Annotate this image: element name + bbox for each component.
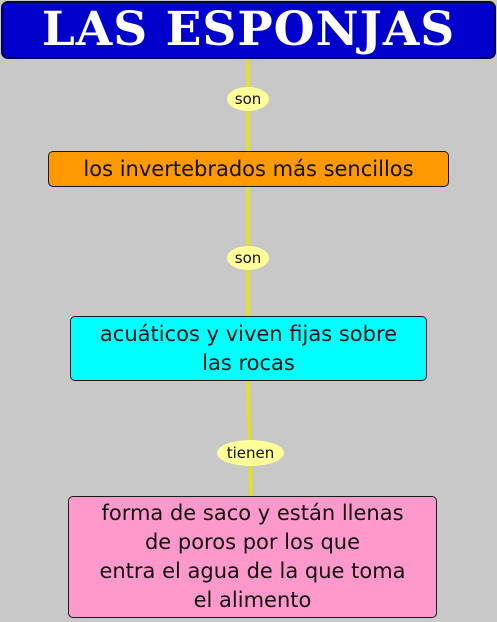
concept-node-line: el alimento — [193, 588, 312, 612]
connector-node-2-to-node-3 — [246, 380, 253, 497]
concept-title-text: LAS ESPONJAS — [41, 2, 456, 57]
concept-node-forma-de-saco[interactable]: forma de saco y están llenas de poros po… — [68, 496, 437, 618]
concept-node-invertebrados[interactable]: los invertebrados más sencillos — [48, 151, 449, 187]
concept-node-line: las rocas — [202, 350, 295, 375]
concept-node-line: de poros por los que — [144, 530, 361, 554]
concept-node-line: acuáticos y viven fijas sobre — [99, 321, 398, 346]
concept-title[interactable]: LAS ESPONJAS — [1, 1, 496, 59]
link-label-tienen[interactable]: tienen — [217, 440, 284, 466]
concept-node-acuaticos[interactable]: acuáticos y viven fijas sobre las rocas — [70, 316, 427, 381]
link-label-son-1[interactable]: son — [227, 87, 269, 111]
link-label-son-2[interactable]: son — [227, 246, 269, 270]
concept-node-line: forma de saco y están llenas — [101, 501, 404, 525]
concept-node-line: entra el agua de la que toma — [99, 559, 406, 583]
concept-node-line: los invertebrados más sencillos — [83, 157, 414, 181]
